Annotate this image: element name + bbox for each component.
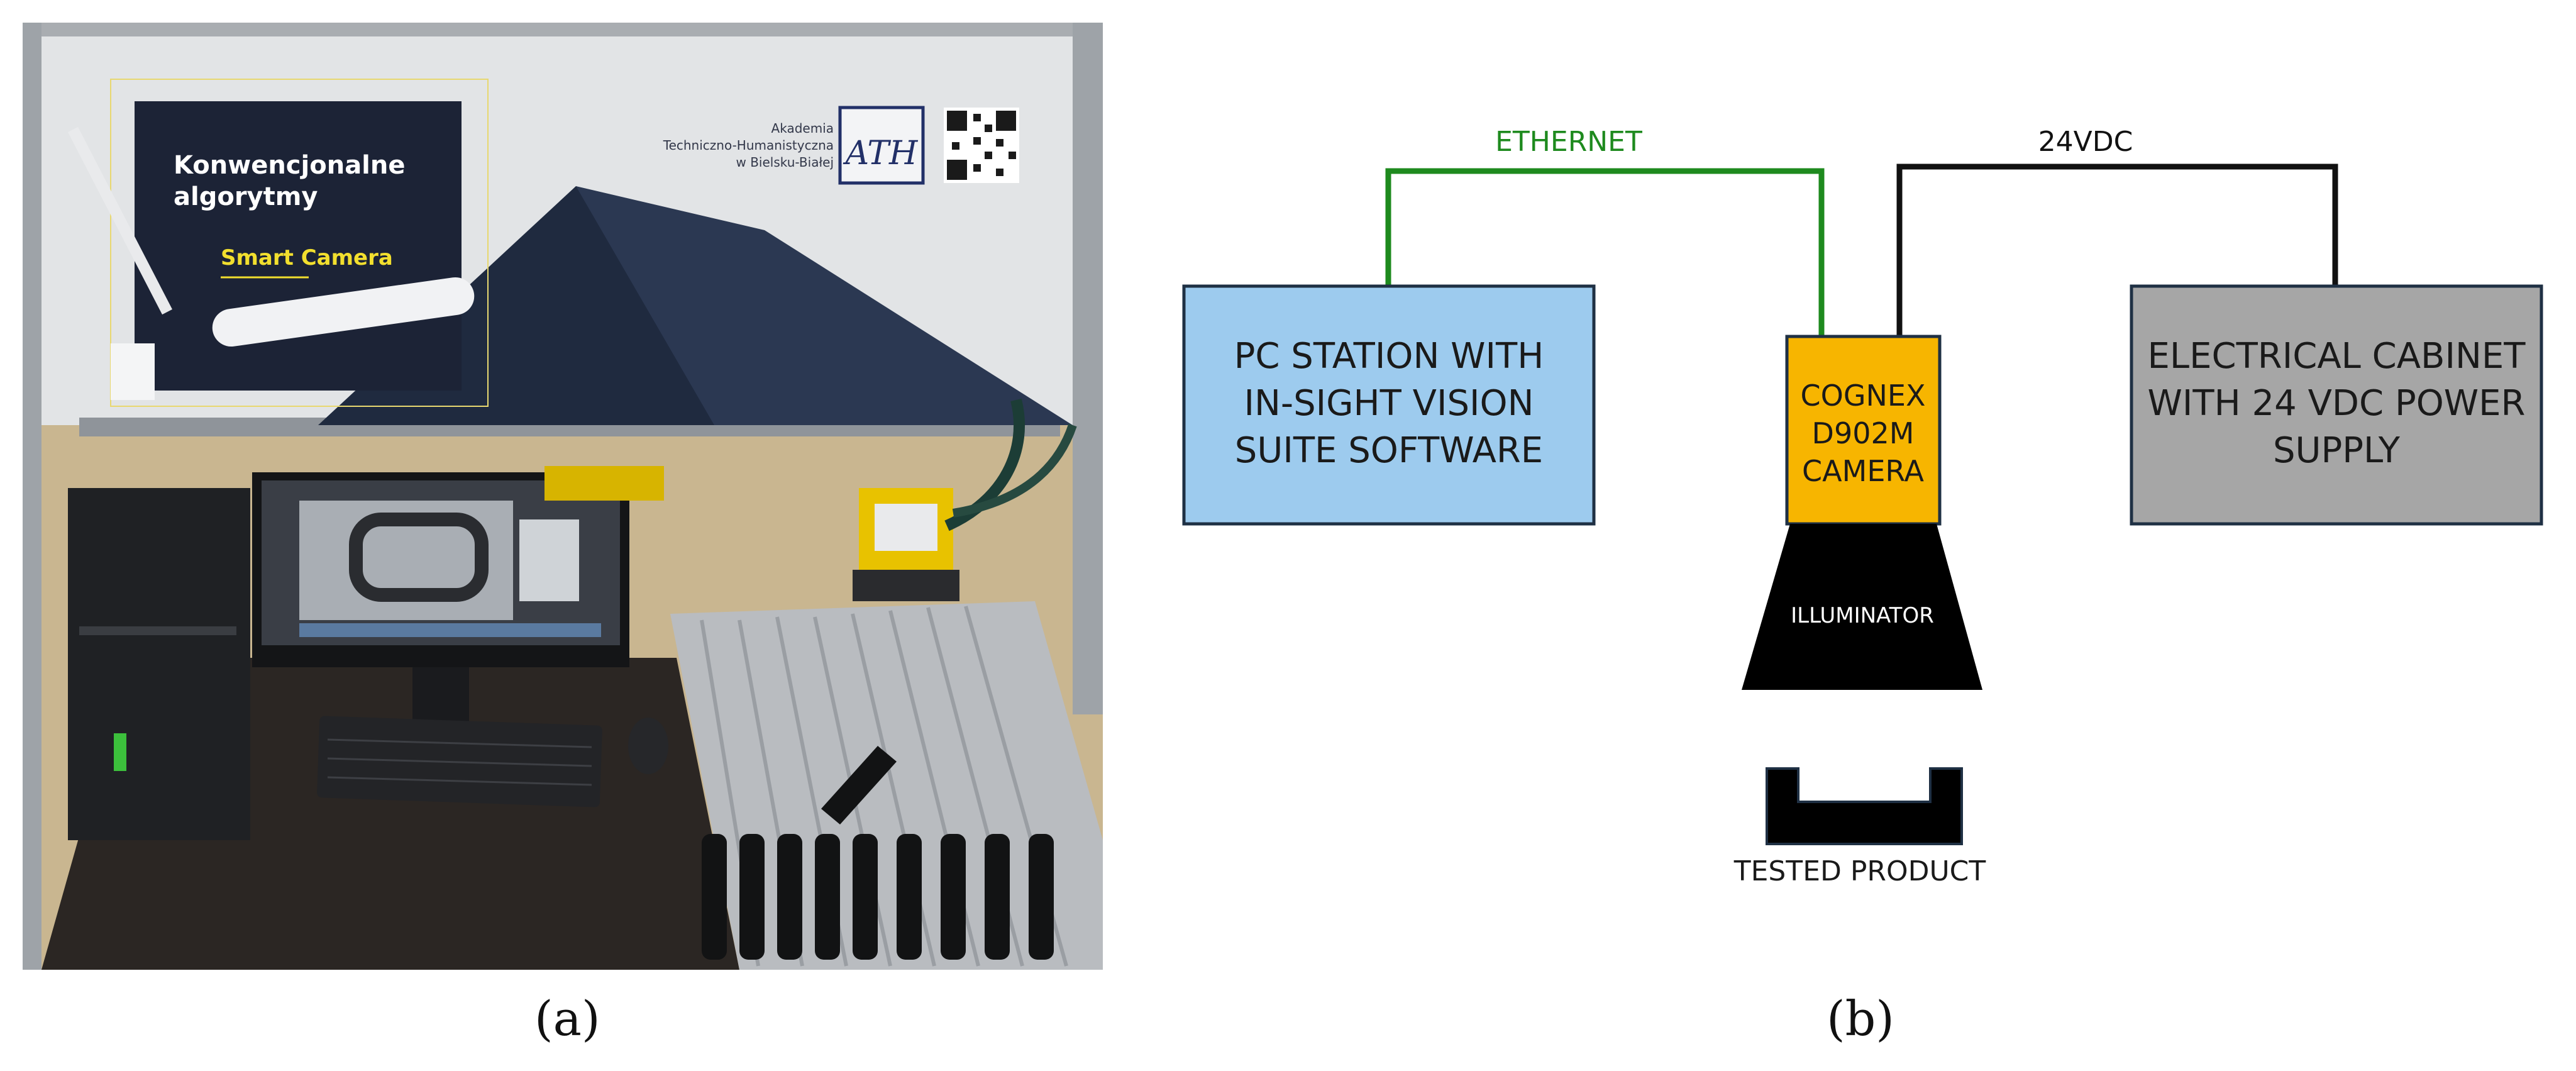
- logo-text-line1: Akademia: [771, 121, 834, 136]
- mouse: [628, 718, 668, 774]
- frame-right-post: [1073, 23, 1103, 714]
- pc-station-line3: SUITE SOFTWARE: [1235, 430, 1543, 471]
- power-line: [1896, 164, 2338, 336]
- illuminator-label: ILLUMINATOR: [1791, 603, 1934, 628]
- poster-panel: [135, 101, 462, 391]
- camera-box: [1785, 335, 1942, 526]
- camera-line3: CAMERA: [1802, 454, 1924, 488]
- usb-dongle: [114, 733, 126, 771]
- poster-yellow-frame: [110, 79, 489, 407]
- frame-left-post: [23, 23, 41, 970]
- pc-station-line2: IN-SIGHT VISION: [1244, 383, 1534, 424]
- monitor-stand: [412, 667, 469, 724]
- power-label: 24VDC: [2038, 126, 2133, 158]
- camera-line1: COGNEX: [1801, 379, 1926, 413]
- cabinet-line2: WITH 24 VDC POWER: [2148, 383, 2526, 424]
- poster-title-line2: algorytmy: [174, 182, 318, 211]
- mounted-camera: [544, 466, 664, 501]
- keyboard-keys: [327, 738, 592, 786]
- system-diagram: ETHERNET 24VDC PC STATION WITH IN-SIGHT …: [1182, 126, 2543, 887]
- pc-tower: [68, 488, 250, 840]
- caption-b: (b): [1827, 991, 1894, 1046]
- lamp-clamp: [111, 343, 155, 400]
- screen-part-view: [349, 513, 489, 602]
- poster-subtitle: Smart Camera: [221, 245, 393, 270]
- cabinet-line1: ELECTRICAL CABINET: [2148, 336, 2526, 377]
- poster-dark-triangle-shade: [576, 186, 1073, 425]
- lamp-arm: [68, 126, 172, 315]
- pc-station-box: [1182, 284, 1596, 526]
- ethernet-label: ETHERNET: [1495, 126, 1642, 158]
- handle-row: [702, 834, 1054, 960]
- camera-line2: D902M: [1812, 416, 1915, 450]
- screen-thumbnail-pane: [519, 519, 579, 601]
- tested-product-label: TESTED PRODUCT: [1733, 855, 1986, 887]
- test-station-photo: Konwencjonalne algorytmy Smart Camera Ak…: [23, 23, 1103, 970]
- camera-base: [853, 570, 959, 601]
- caption-a: (a): [534, 991, 600, 1046]
- camera-lens-unit: [875, 504, 937, 551]
- logo-box: [838, 106, 925, 185]
- screen-thumbnail-strip: [299, 623, 601, 637]
- single-handle: [821, 746, 897, 824]
- frame-top-bar: [23, 23, 1103, 36]
- ethernet-line: [1385, 168, 1825, 336]
- tested-product-shape: [1766, 767, 1963, 845]
- lamp-head: [212, 277, 475, 347]
- qr-code: [944, 108, 1019, 183]
- illuminator-shape: [1742, 524, 1982, 690]
- pc-tower-front: [79, 626, 236, 635]
- logo-mark: ATH: [843, 135, 919, 172]
- poster-title-line1: Konwencjonalne: [174, 151, 406, 180]
- cabinet-line3: SUPPLY: [2273, 430, 2401, 471]
- logo-text-line3: w Bielsku-Białej: [736, 155, 834, 170]
- logo-text-line2: Techniczno-Humanistyczna: [663, 138, 834, 153]
- electrical-cabinet-box: [2130, 284, 2543, 526]
- camera-cables-2: [952, 423, 1077, 518]
- pc-station-line1: PC STATION WITH: [1234, 336, 1544, 377]
